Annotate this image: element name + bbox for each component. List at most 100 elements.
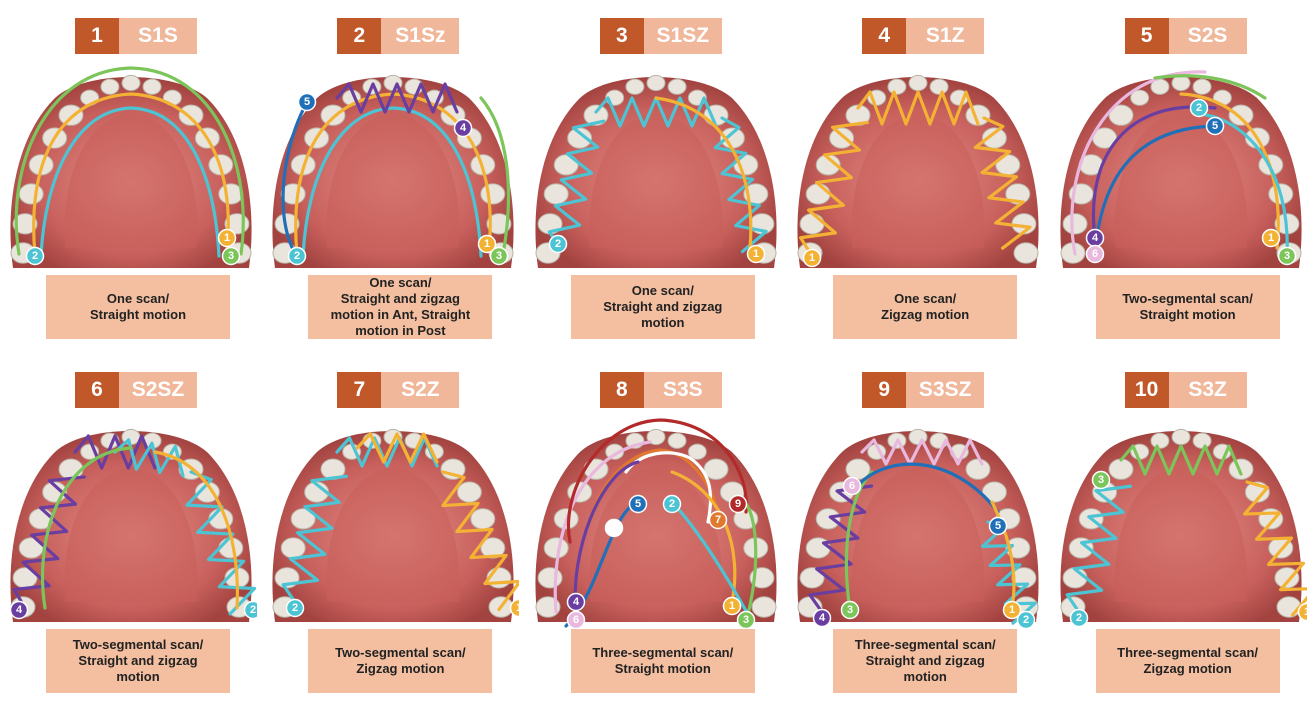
step-marker-5: 5 [1206,118,1223,135]
svg-text:7: 7 [715,514,721,526]
svg-text:2: 2 [250,604,256,616]
panel-caption: Two-segmental scan/ Straight motion [1096,275,1280,339]
panel-code: S3Z [1169,372,1247,408]
maxillary-arch-icon: 42 [5,412,257,630]
step-marker-4: 4 [814,610,831,627]
panel-caption: Three-segmental scan/ Zigzag motion [1096,629,1280,693]
svg-text:5: 5 [1212,120,1218,132]
panel-number: 4 [862,18,906,54]
panel-number: 5 [1125,18,1169,54]
panel-code: S1S [119,18,197,54]
step-marker-5: 5 [299,94,316,111]
svg-text:4: 4 [460,122,467,134]
step-marker-7: 7 [709,512,726,529]
svg-text:2: 2 [1076,612,1082,624]
svg-text:6: 6 [573,614,579,626]
svg-text:1: 1 [516,602,519,614]
panel-code: S3S [644,372,722,408]
svg-text:8: 8 [611,522,617,534]
step-marker-9: 9 [729,496,746,513]
svg-text:2: 2 [669,498,675,510]
panel-caption: Three-segmental scan/ Straight and zigza… [833,629,1017,693]
svg-text:2: 2 [32,250,38,262]
svg-text:2: 2 [555,238,561,250]
panel-number: 9 [862,372,906,408]
svg-text:1: 1 [484,238,490,250]
svg-text:3: 3 [1284,250,1290,262]
svg-text:2: 2 [1023,614,1029,626]
step-marker-2: 2 [549,236,566,253]
step-marker-2: 2 [663,496,680,513]
svg-text:5: 5 [304,96,310,108]
step-marker-1: 1 [747,246,764,263]
svg-text:4: 4 [819,612,826,624]
panel-code: S1SZ [644,18,722,54]
maxillary-arch-icon: 21 [267,412,519,630]
panel-caption: One scan/ Zigzag motion [833,275,1017,339]
maxillary-arch-icon: 6 5 4 3 12 [792,412,1044,630]
step-marker-3: 3 [223,248,240,265]
step-marker-2: 2 [289,248,306,265]
panel-code: S1Sz [381,18,459,54]
step-marker-4: 4 [455,120,472,137]
step-marker-5: 5 [629,496,646,513]
maxillary-arch-icon: 21 [530,58,782,276]
step-marker-1: 1 [804,250,821,267]
scan-panel-4: 4S1Z 1One scan/ Zigzag motion [787,0,1049,354]
svg-text:1: 1 [1009,604,1015,616]
step-marker-3: 3 [1092,472,1109,489]
scan-panel-9: 9S3SZ 6 5 4 3 12Three-segmental scan/ Straigh… [787,354,1049,708]
panel-caption: One scan/ Straight and zigzag motion in … [308,275,492,339]
panel-code: S1Z [906,18,984,54]
step-marker-1: 1 [723,598,740,615]
svg-text:3: 3 [847,604,853,616]
maxillary-arch-icon: 5 2 79 8 4 6 13 [530,412,782,630]
step-marker-3: 3 [737,612,754,629]
panel-number: 6 [75,372,119,408]
svg-text:3: 3 [496,250,502,262]
maxillary-arch-icon: 3 2 1 [1055,412,1307,630]
svg-text:6: 6 [849,480,855,492]
panel-caption: Two-segmental scan/ Zigzag motion [308,629,492,693]
svg-text:4: 4 [573,596,580,608]
panel-header: 2S1Sz [337,18,459,54]
step-marker-2: 2 [1070,610,1087,627]
panel-header: 4S1Z [862,18,984,54]
step-marker-8: 8 [605,520,622,537]
step-marker-2: 2 [245,602,258,619]
step-marker-6: 6 [1086,246,1103,263]
scan-panel-8: 8S3S 5 2 79 8 4 6 13Three-segmental scan/ Strai… [525,354,787,708]
scan-panel-2: 2S1Sz 5 4 2 13One scan/ Straight and zigzag … [262,0,524,354]
panel-header: 8S3S [600,372,722,408]
svg-text:6: 6 [1092,248,1098,260]
maxillary-arch-icon: 5 4 2 13 [267,58,519,276]
maxillary-arch-icon: 2 1 3 [5,58,257,276]
panel-caption: Three-segmental scan/ Straight motion [571,629,755,693]
svg-text:1: 1 [224,232,230,244]
scan-panel-7: 7S2Z21Two-segmental scan/ Zigzag motion [262,354,524,708]
svg-text:5: 5 [995,520,1001,532]
svg-text:1: 1 [1304,606,1307,618]
panel-number: 7 [337,372,381,408]
svg-text:2: 2 [292,602,298,614]
panel-number: 3 [600,18,644,54]
panel-code: S2S [1169,18,1247,54]
svg-text:3: 3 [1098,474,1104,486]
step-marker-1: 1 [1262,230,1279,247]
svg-text:1: 1 [753,248,759,260]
step-marker-5: 5 [990,518,1007,535]
step-marker-3: 3 [842,602,859,619]
panel-number: 10 [1125,372,1169,408]
panel-number: 1 [75,18,119,54]
svg-text:2: 2 [1196,102,1202,114]
panel-code: S2SZ [119,372,197,408]
panel-caption: One scan/ Straight and zigzag motion [571,275,755,339]
